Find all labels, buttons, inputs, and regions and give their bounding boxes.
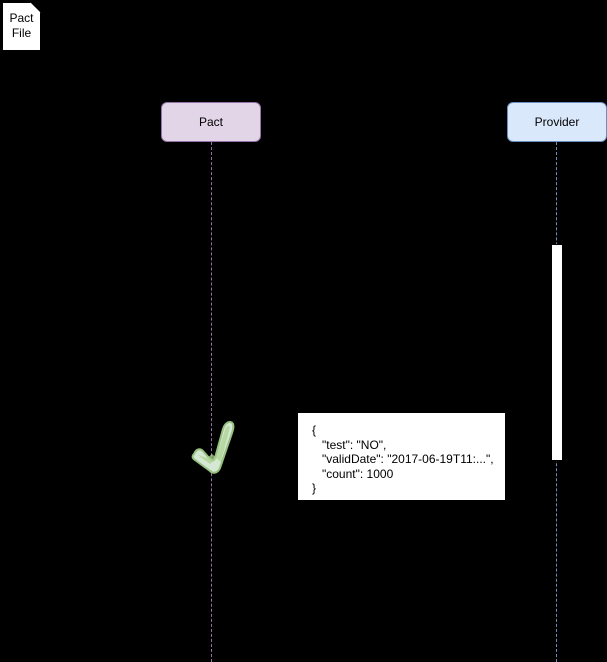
- check-icon: [191, 420, 235, 474]
- activation-bar-provider[interactable]: [551, 244, 563, 461]
- participant-pact[interactable]: Pact: [161, 102, 261, 142]
- participant-provider[interactable]: Provider: [507, 102, 607, 142]
- pact-file-note[interactable]: Pact File: [2, 2, 41, 51]
- json-payload-line: }: [312, 481, 317, 495]
- note-fold-corner-icon: [596, 0, 607, 11]
- participant-provider-label: Provider: [534, 115, 580, 129]
- pact-file-note-label: Pact File: [9, 11, 34, 40]
- json-payload-line: "count": 1000: [312, 466, 394, 481]
- lifeline-pact: [211, 142, 212, 662]
- json-payload-line: "test": "NO",: [312, 437, 387, 452]
- json-payload-box[interactable]: { "test": "NO", "validDate": "2017-06-19…: [297, 412, 506, 501]
- participant-pact-label: Pact: [198, 115, 223, 129]
- json-payload-line: {: [312, 423, 317, 437]
- json-payload-line: "validDate": "2017-06-19T11:...",: [312, 452, 494, 466]
